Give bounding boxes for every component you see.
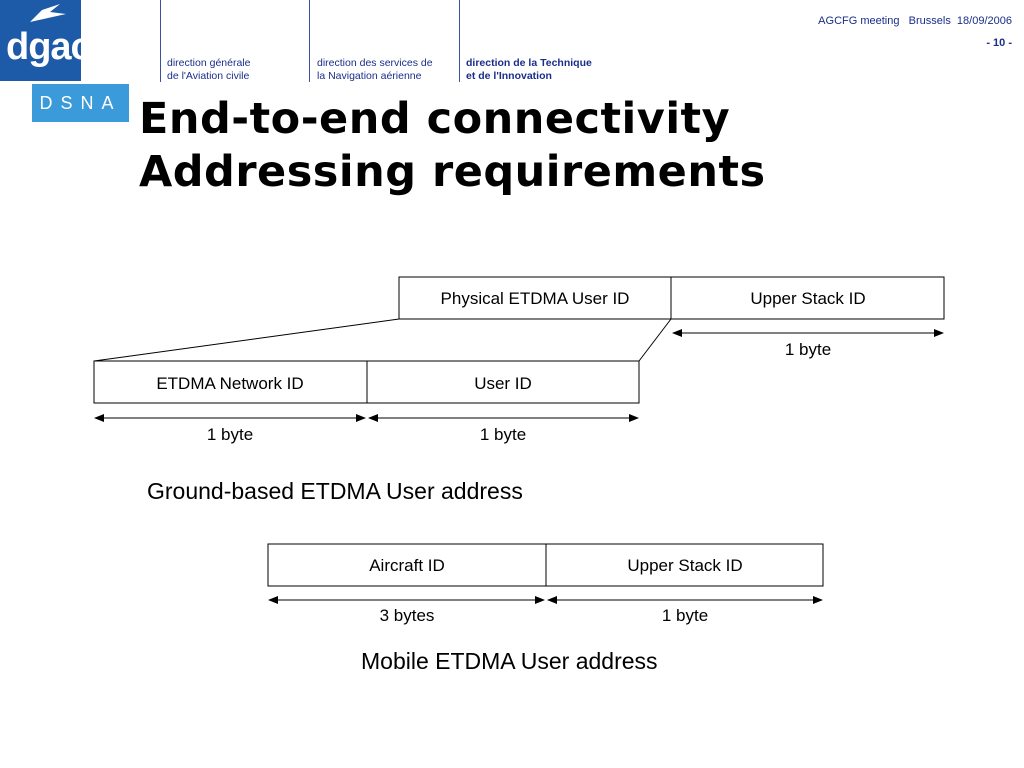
size-label: 1 byte (662, 606, 708, 625)
field-network-id: ETDMA Network ID (156, 374, 303, 393)
plane-icon (30, 4, 66, 22)
expansion-line (638, 318, 672, 362)
title-line-1: End-to-end connectivity (139, 94, 731, 144)
field-upper-stack-id: Upper Stack ID (627, 556, 742, 575)
size-label: 1 byte (785, 340, 831, 359)
field-user-id: User ID (474, 374, 532, 393)
dsna-logo: DSNA (32, 84, 129, 122)
slide-title: End-to-end connectivity Addressing requi… (139, 93, 766, 199)
dgac-logo: dgac (0, 0, 92, 81)
title-line-2: Addressing requirements (139, 147, 766, 197)
expansion-line (93, 318, 400, 362)
size-label: 1 byte (480, 425, 526, 444)
header-divider (309, 0, 310, 82)
ground-caption: Ground-based ETDMA User address (147, 478, 523, 504)
field-physical-user-id: Physical ETDMA User ID (441, 289, 630, 308)
page-number: - 10 - (986, 37, 1012, 49)
header-divider (459, 0, 460, 82)
size-label: 1 byte (207, 425, 253, 444)
meeting-info: AGCFG meeting Brussels 18/09/2006 (818, 15, 1012, 27)
field-upper-stack-id: Upper Stack ID (750, 289, 865, 308)
size-label: 3 bytes (380, 606, 435, 625)
header-divider (160, 0, 161, 82)
field-aircraft-id: Aircraft ID (369, 556, 445, 575)
mobile-caption: Mobile ETDMA User address (361, 648, 658, 674)
logo-text: dgac (6, 26, 92, 68)
